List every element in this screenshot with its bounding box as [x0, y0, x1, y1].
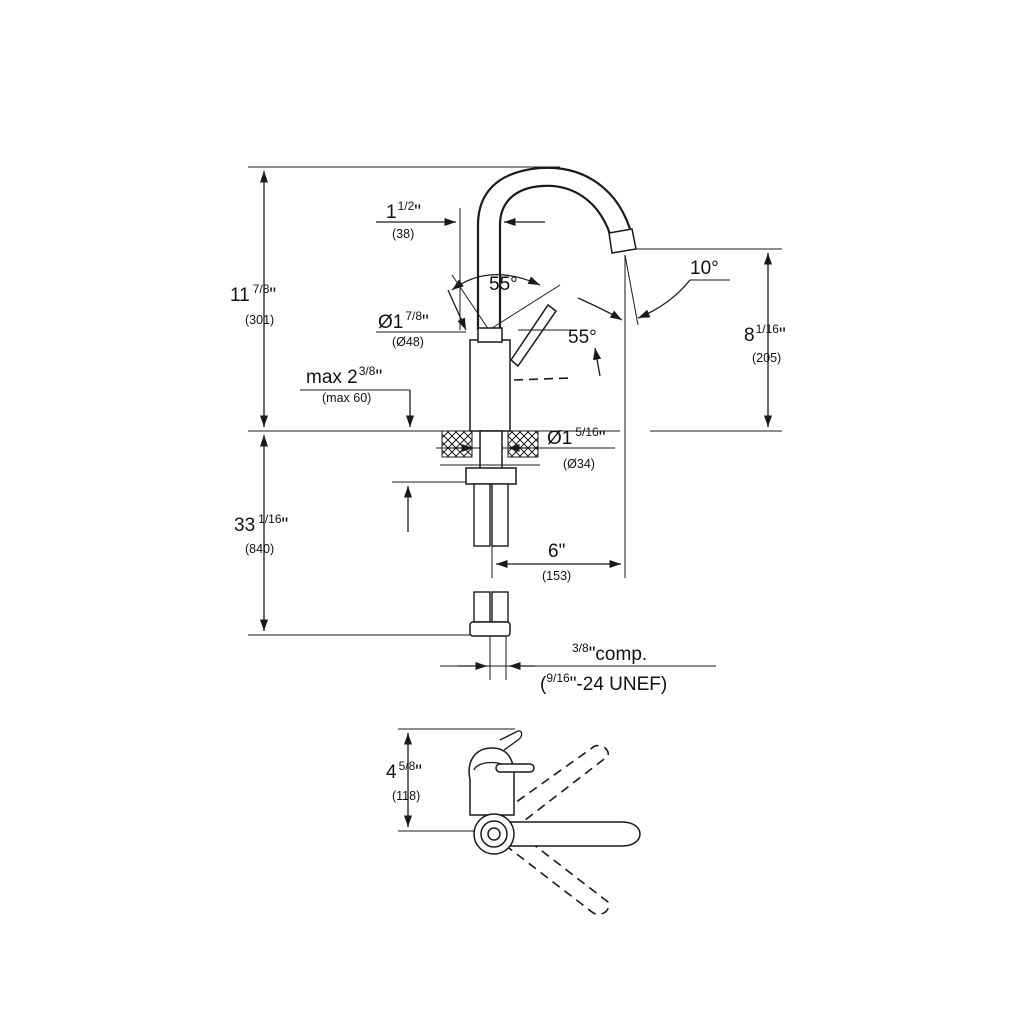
- lever-position-up: [504, 744, 609, 825]
- top-main-lever: [499, 821, 641, 847]
- shank: [479, 430, 503, 474]
- lever-angle-label: 55°: [568, 327, 597, 348]
- spout-height-label: 81/16": [744, 322, 786, 346]
- lever: [510, 303, 558, 368]
- hose-lower-right: [491, 591, 509, 623]
- lever-open-position: [513, 377, 571, 381]
- top-small-lever: [499, 730, 523, 751]
- hole-diameter-mm: (Ø34): [563, 457, 595, 471]
- base-diameter-mm: (Ø48): [392, 335, 424, 349]
- hose-upper-right: [491, 483, 509, 547]
- faucet-body: [469, 339, 511, 432]
- body-cap: [477, 327, 503, 343]
- spout-height-mm: (205): [752, 351, 781, 365]
- hose-fitting: [469, 621, 511, 637]
- max-deck-mm: (max 60): [322, 391, 371, 405]
- top-spout-center: [487, 827, 501, 841]
- tilt-arc: [637, 279, 691, 319]
- swivel-arc-right: [577, 297, 623, 321]
- spout-reach-mm: (153): [542, 569, 571, 583]
- swivel-line-right: [488, 284, 561, 331]
- spout-reach-label: 6": [548, 541, 565, 562]
- spout-outer: [476, 166, 634, 330]
- lever-clearance-mm: (118): [392, 789, 420, 803]
- hose-upper-left: [473, 483, 491, 547]
- lever-position-down: [504, 833, 610, 916]
- aerator: [608, 228, 637, 254]
- spout-tilt-label: 10°: [690, 258, 719, 279]
- hose-lower-left: [473, 591, 491, 623]
- hose-length-mm: (840): [245, 542, 274, 556]
- connection-thread-label: (9/16"-24 UNEF): [540, 671, 667, 695]
- mounting-nut: [465, 467, 517, 485]
- max-deck-label: max 23/8": [306, 364, 382, 388]
- tilt-line: [624, 254, 639, 326]
- lever-angle-arrow: [593, 347, 602, 377]
- neck-offset-mm: (38): [392, 227, 414, 241]
- base-diameter-arrow: [447, 289, 467, 331]
- top-body: [468, 747, 515, 816]
- neck-offset-label: 11/2": [386, 199, 421, 223]
- top-lever-stub: [495, 763, 535, 773]
- swivel-angle-label: 55°: [489, 274, 518, 295]
- swivel-line-left: [451, 274, 490, 331]
- spout-inner: [498, 184, 612, 330]
- connection-label: 3/8"comp.: [572, 641, 647, 665]
- total-height-mm: (301): [245, 313, 274, 327]
- swivel-arc: [451, 274, 541, 291]
